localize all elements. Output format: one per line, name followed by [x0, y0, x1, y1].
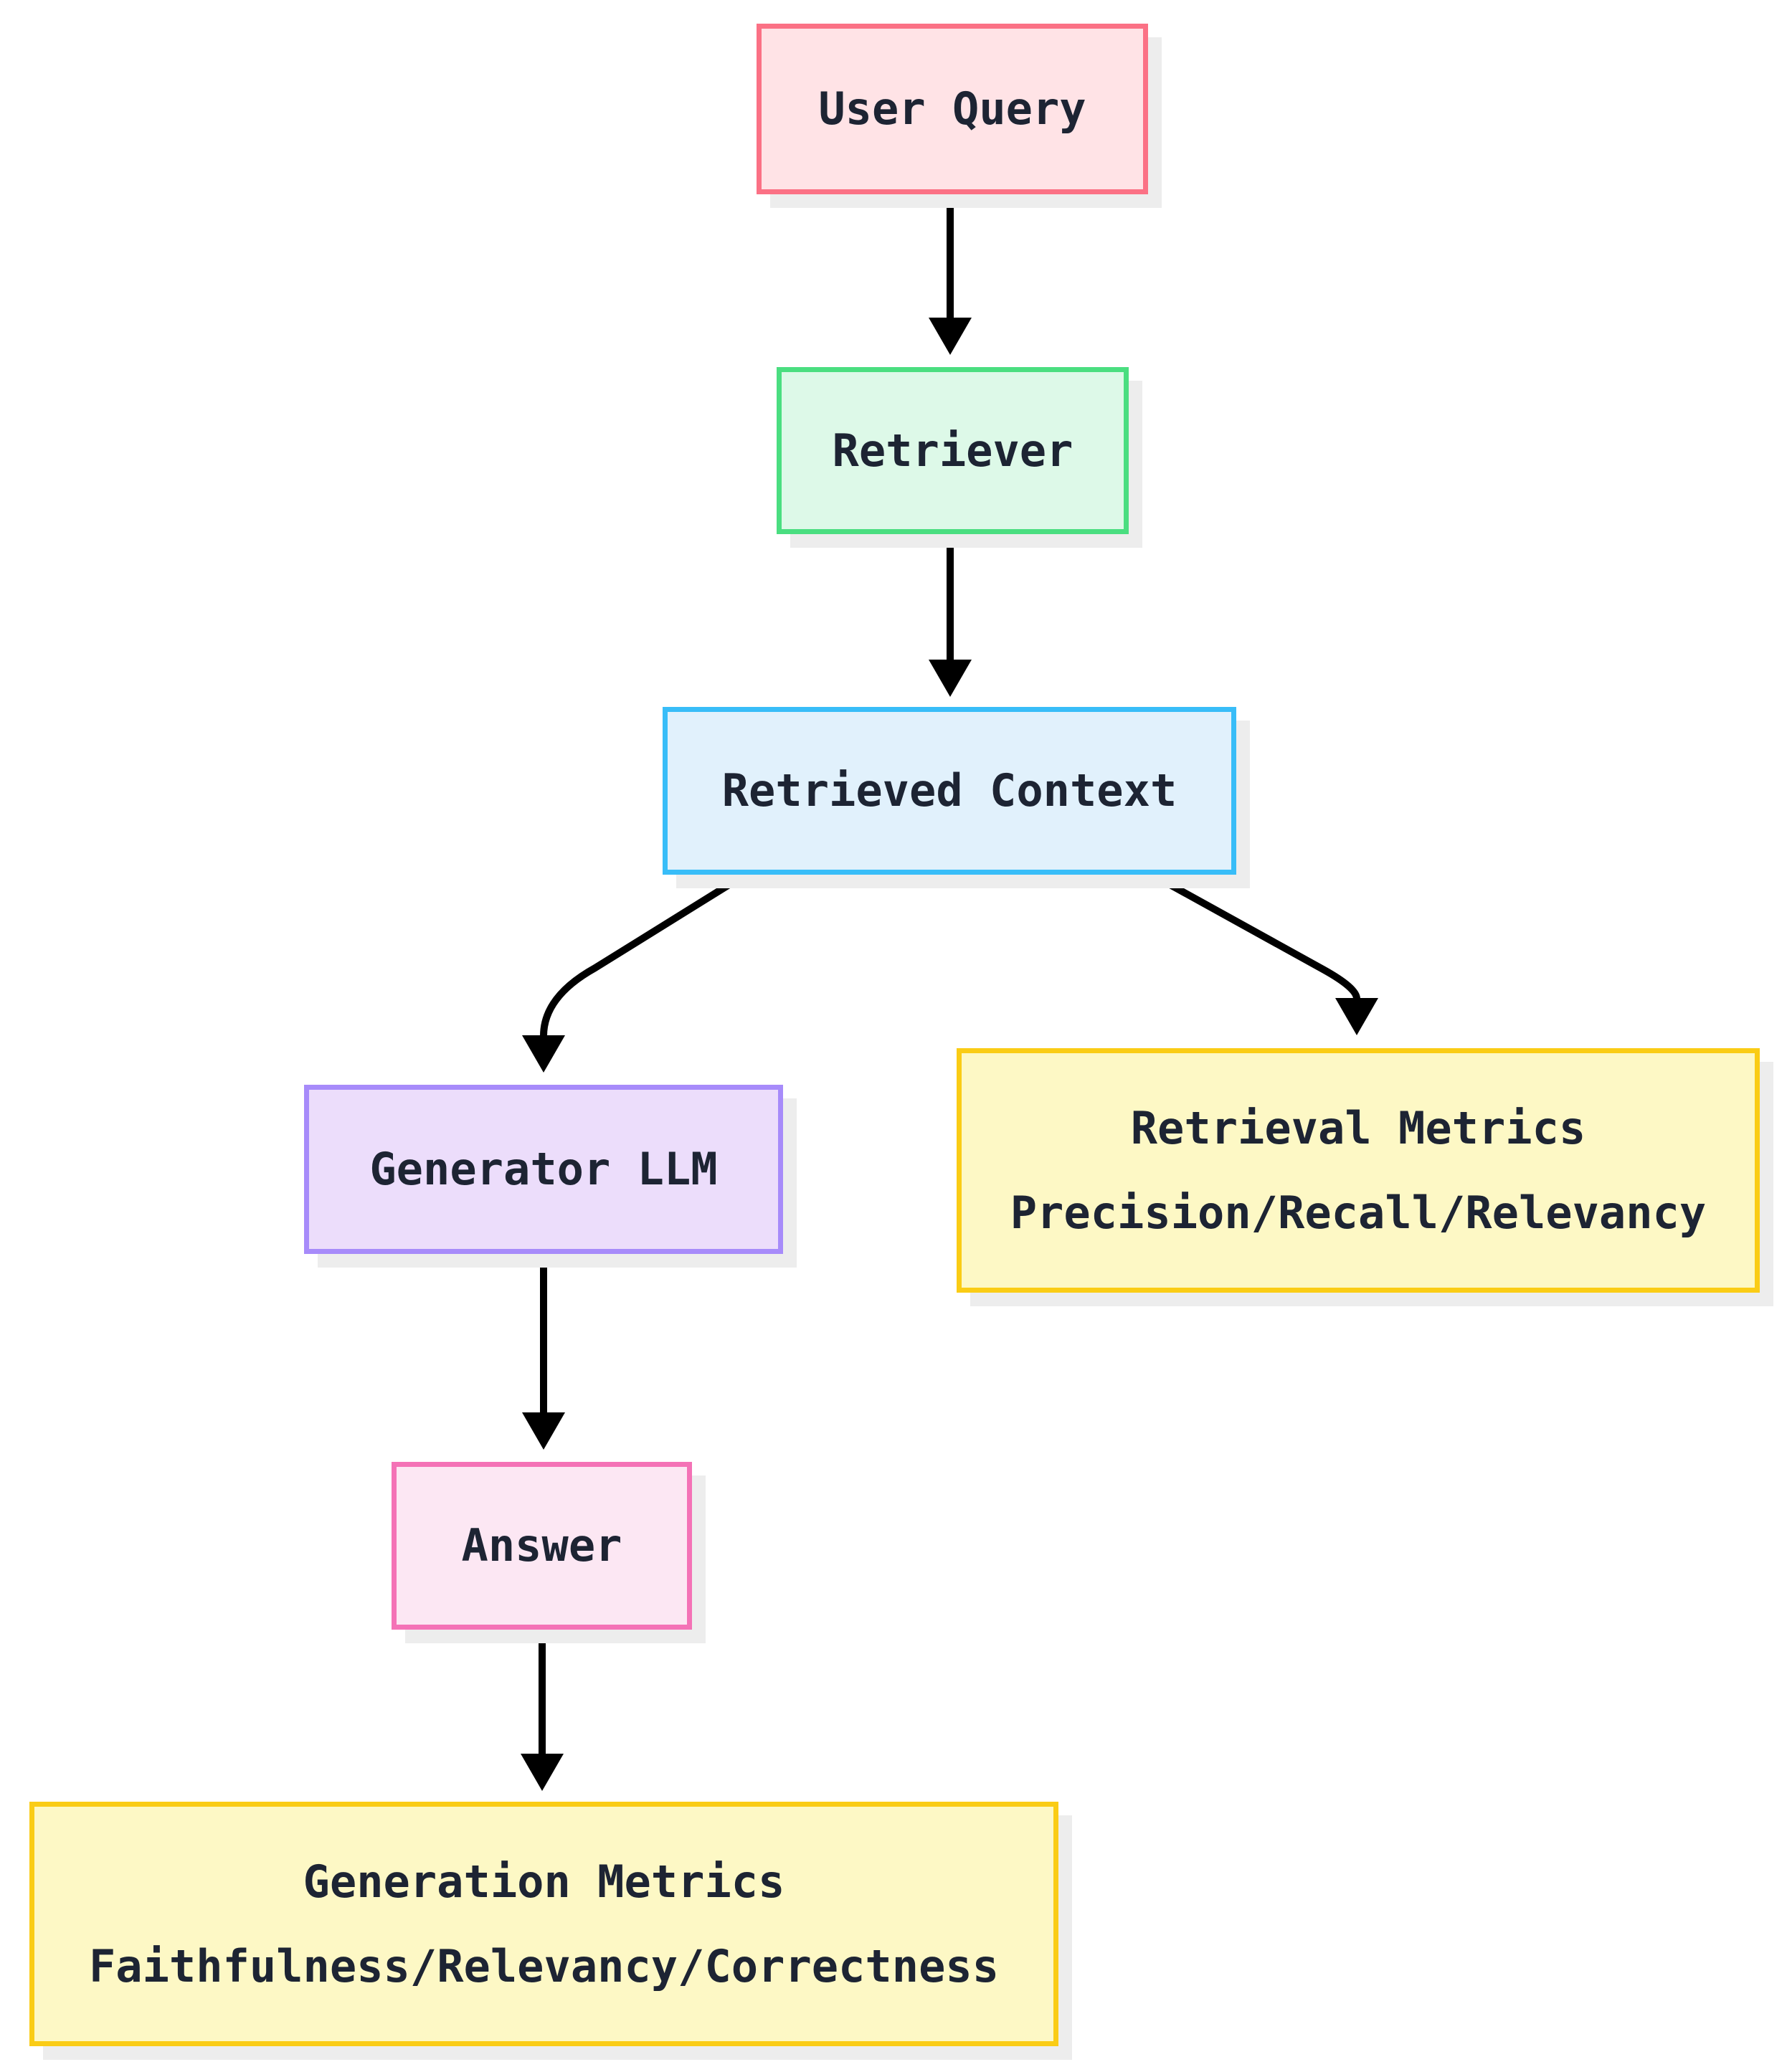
node-generation-metrics: Generation Metrics Faithfulness/Relevanc…	[29, 1802, 1058, 2046]
node-retriever: Retriever	[777, 367, 1129, 534]
node-retrieved-context: Retrieved Context	[663, 707, 1236, 875]
node-retriever-label: Retriever	[832, 424, 1073, 477]
node-retrieval-metrics-label-line1: Retrieval Metrics	[1130, 1101, 1586, 1154]
node-generator-llm: Generator LLM	[304, 1085, 783, 1254]
edge-retrieved-context-to-retrieval-metrics	[1152, 873, 1378, 1035]
node-retrieval-metrics: Retrieval Metrics Precision/Recall/Relev…	[957, 1048, 1760, 1293]
node-answer: Answer	[392, 1462, 692, 1630]
node-generator-llm-label: Generator LLM	[369, 1143, 718, 1196]
node-answer-label: Answer	[461, 1519, 622, 1572]
node-generation-metrics-label-line1: Generation Metrics	[303, 1855, 785, 1908]
node-generation-metrics-label-line2: Faithfulness/Relevancy/Correctness	[88, 1939, 1000, 1992]
node-user-query: User Query	[757, 24, 1148, 194]
node-retrieval-metrics-label-line2: Precision/Recall/Relevancy	[1010, 1186, 1707, 1239]
edge-retrieved-context-to-generator-llm	[522, 873, 745, 1073]
node-user-query-label: User Query	[818, 82, 1086, 136]
node-retrieved-context-label: Retrieved Context	[721, 764, 1177, 817]
